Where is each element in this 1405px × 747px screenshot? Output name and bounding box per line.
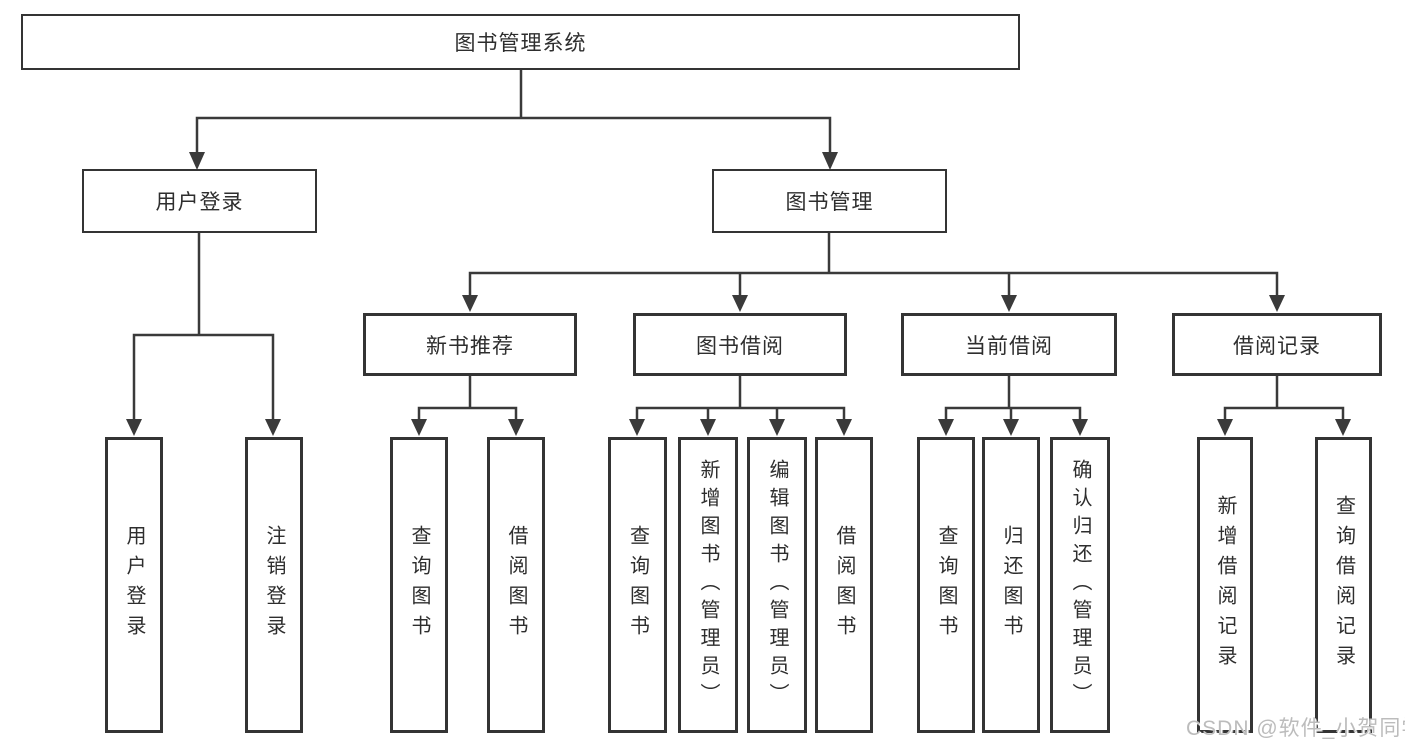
node-label: 借阅记录: [1233, 334, 1321, 358]
node-label: 查询图书: [935, 525, 957, 645]
leaf-query-borrow-record: 查询借阅记录: [1315, 437, 1372, 733]
node-label: 图书管理系统: [454, 32, 587, 55]
leaf-recommend-borrow-books: 借阅图书: [487, 437, 545, 733]
leaf-return-books: 归还图书: [982, 437, 1040, 733]
leaf-recommend-query-books: 查询图书: [390, 437, 448, 733]
node-label: 归还图书: [1000, 525, 1022, 645]
node-label: 用户登录: [155, 191, 244, 214]
watermark: CSDN @软件_小贺同学: [1186, 717, 1405, 740]
leaf-add-books-admin: 新增图书（管理员）: [678, 437, 738, 733]
node-label: 查询图书: [626, 525, 649, 645]
node-label: 当前借阅: [965, 334, 1053, 358]
node-new-book-recommend: 新书推荐: [363, 313, 577, 376]
node-label: 借阅图书: [833, 525, 855, 645]
leaf-edit-books-admin: 编辑图书（管理员）: [747, 437, 807, 733]
node-borrowing-records: 借阅记录: [1172, 313, 1382, 376]
node-label: 查询借阅记录: [1332, 495, 1355, 675]
node-label: 借阅图书: [505, 525, 527, 645]
leaf-borrow-books: 借阅图书: [815, 437, 873, 733]
node-label: 编辑图书（管理员）: [766, 459, 788, 711]
node-label: 图书借阅: [696, 334, 784, 358]
node-library-system: 图书管理系统: [21, 14, 1020, 70]
node-user-login: 用户登录: [82, 169, 317, 233]
node-label: 新书推荐: [426, 334, 514, 358]
node-label: 注销登录: [263, 525, 285, 645]
leaf-borrowing-query-books: 查询图书: [608, 437, 667, 733]
leaf-current-query-books: 查询图书: [917, 437, 975, 733]
node-label: 新增借阅记录: [1214, 495, 1236, 675]
node-current-borrowing: 当前借阅: [901, 313, 1117, 376]
node-book-borrowing: 图书借阅: [633, 313, 847, 376]
leaf-user-login: 用户登录: [105, 437, 163, 733]
node-label: 用户登录: [123, 525, 145, 645]
node-label: 新增图书（管理员）: [697, 459, 719, 711]
node-book-management: 图书管理: [712, 169, 947, 233]
leaf-logout: 注销登录: [245, 437, 303, 733]
leaf-add-borrow-record: 新增借阅记录: [1197, 437, 1253, 733]
node-label: 查询图书: [408, 525, 430, 645]
leaf-confirm-return-admin: 确认归还（管理员）: [1050, 437, 1110, 733]
node-label: 图书管理: [785, 191, 874, 214]
node-label: 确认归还（管理员）: [1069, 459, 1091, 711]
